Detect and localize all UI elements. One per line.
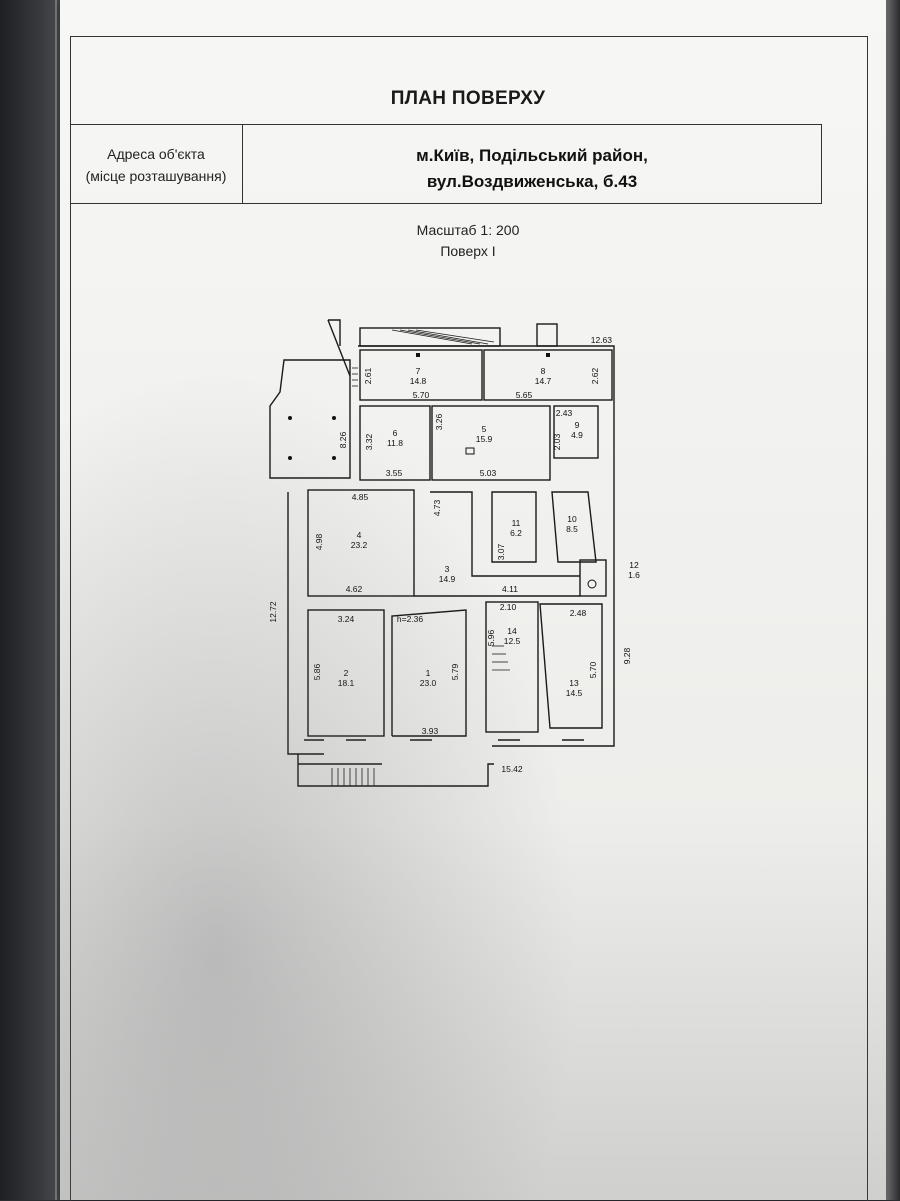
- dim-3-55: 3.55: [386, 468, 403, 478]
- dimension-labels: 12.63 2.61 2.62 5.70 5.65 8.26 3.32 3.26…: [268, 335, 632, 774]
- dim-5-65: 5.65: [516, 390, 533, 400]
- dim-4-11: 4.11: [502, 584, 518, 594]
- dim-5-86: 5.86: [312, 663, 322, 680]
- room-5-number: 5: [482, 424, 487, 434]
- scale-block: Масштаб 1: 200 Поверх I: [70, 220, 866, 262]
- address-table: Адреса об'єкта (місце розташування) м.Ки…: [70, 124, 822, 204]
- address-label-line2: (місце розташування): [85, 168, 227, 184]
- dim-12-63: 12.63: [591, 335, 613, 345]
- scale-text: Масштаб 1: 200: [416, 222, 520, 238]
- dim-5-70-top: 5.70: [413, 390, 430, 400]
- dim-8-26: 8.26: [338, 431, 348, 448]
- address-label-line1: Адреса об'єкта: [107, 146, 205, 162]
- dim-5-96: 5.96: [486, 629, 496, 646]
- floor-text: Поверх I: [440, 243, 496, 259]
- room-9-area: 4.9: [571, 430, 583, 440]
- background-left: [0, 0, 70, 1200]
- room-6-area: 11.8: [387, 438, 403, 448]
- room-11-area: 6.2: [510, 528, 522, 538]
- document-sheet: [60, 0, 886, 1200]
- address-value-line2: вул.Воздвиженська, б.43: [426, 172, 638, 191]
- room-12-area: 1.6: [628, 570, 640, 580]
- stairs: [331, 329, 510, 786]
- room-12-number: 12: [629, 560, 639, 570]
- dim-4-62: 4.62: [346, 584, 363, 594]
- dim-9-28: 9.28: [622, 647, 632, 664]
- dim-3-26: 3.26: [434, 413, 444, 430]
- room-13-number: 13: [569, 678, 579, 688]
- dim-2-48: 2.48: [570, 608, 587, 618]
- dim-4-85: 4.85: [352, 492, 369, 502]
- address-value-line1: м.Київ, Подільський район,: [416, 146, 648, 165]
- room-1-number: 1: [426, 668, 431, 678]
- room-13-area: 14.5: [566, 688, 583, 698]
- dim-3-07: 3.07: [496, 543, 506, 560]
- dim-4-73: 4.73: [432, 499, 442, 516]
- room-6-number: 6: [393, 428, 398, 438]
- room-7-number: 7: [416, 366, 421, 376]
- dim-5-79: 5.79: [450, 663, 460, 680]
- dim-4-98: 4.98: [314, 533, 324, 550]
- address-label: Адреса об'єкта (місце розташування): [70, 143, 242, 187]
- background-right: [886, 0, 900, 1200]
- room-8-number: 8: [541, 366, 546, 376]
- room-14-number: 14: [507, 626, 517, 636]
- room-2-number: 2: [344, 668, 349, 678]
- room-14-area: 12.5: [504, 636, 521, 646]
- dim-2-61: 2.61: [363, 367, 373, 384]
- dim-15-42: 15.42: [501, 764, 523, 774]
- binder-edge: [55, 0, 57, 1200]
- room-labels: 7 14.8 8 14.7 6 11.8 5 15.9 9 4.9 4 23.2…: [338, 366, 640, 698]
- room-2-area: 18.1: [338, 678, 355, 688]
- room-4-area: 23.2: [351, 540, 368, 550]
- room-9-number: 9: [575, 420, 580, 430]
- dim-5-70-right: 5.70: [588, 661, 598, 678]
- room-10-number: 10: [567, 514, 577, 524]
- address-table-divider: [242, 125, 243, 203]
- floor-plan: 7 14.8 8 14.7 6 11.8 5 15.9 9 4.9 4 23.2…: [268, 319, 640, 787]
- dim-5-03: 5.03: [480, 468, 497, 478]
- plan-markers: [288, 353, 597, 589]
- room-4-number: 4: [357, 530, 362, 540]
- dim-2-03: 2.03: [552, 433, 562, 450]
- room-1-area: 23.0: [420, 678, 437, 688]
- dim-2-62: 2.62: [590, 367, 600, 384]
- room-10-area: 8.5: [566, 524, 578, 534]
- dim-12-72: 12.72: [268, 601, 278, 623]
- dim-3-24: 3.24: [338, 614, 355, 624]
- dim-2-43: 2.43: [556, 408, 573, 418]
- room-7-area: 14.8: [410, 376, 427, 386]
- dim-3-32: 3.32: [364, 433, 374, 450]
- room-3-area: 14.9: [439, 574, 456, 584]
- room-11-number: 11: [512, 518, 521, 528]
- dim-h: h=2.36: [397, 614, 424, 624]
- page-title: ПЛАН ПОВЕРХУ: [390, 88, 546, 109]
- dim-3-93: 3.93: [422, 726, 439, 736]
- dim-2-10: 2.10: [500, 602, 517, 612]
- plan-walls: [269, 319, 615, 787]
- room-5-area: 15.9: [476, 434, 493, 444]
- room-8-area: 14.7: [535, 376, 552, 386]
- room-3-number: 3: [445, 564, 450, 574]
- drawing-frame: [70, 36, 868, 1201]
- address-value: м.Київ, Подільський район, вул.Воздвижен…: [243, 143, 821, 195]
